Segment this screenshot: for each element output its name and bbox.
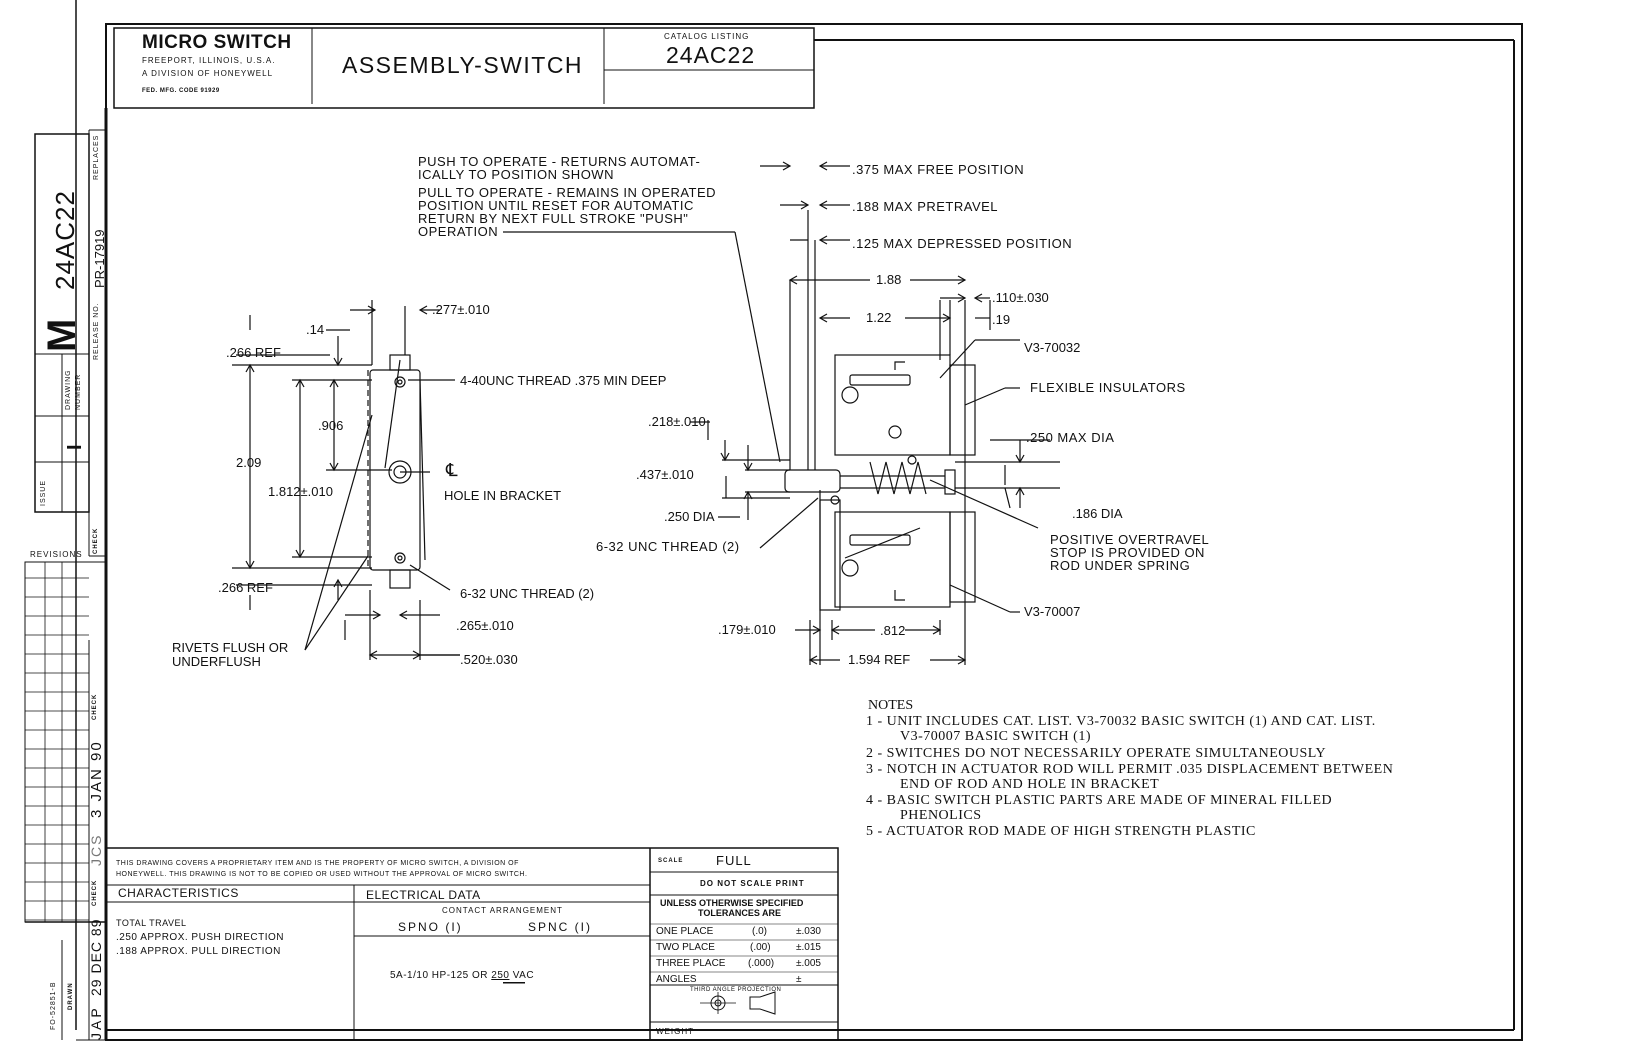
tol-two-fmt: (.00) — [750, 942, 771, 953]
characteristics-heading: CHARACTERISTICS — [118, 886, 239, 900]
revisions-label: REVISIONS — [30, 550, 83, 559]
dim-110: .110±.030 — [992, 290, 1049, 305]
scale-value: FULL — [716, 853, 752, 868]
total-travel-label: TOTAL TRAVEL — [116, 918, 187, 928]
pretravel-label: .188 MAX PRETRAVEL — [852, 199, 999, 214]
note-1b: V3-70007 BASIC SWITCH (1) — [900, 729, 1091, 744]
notes-heading: NOTES — [868, 698, 914, 713]
flexible-insulators-label: FLEXIBLE INSULATORS — [1030, 380, 1186, 395]
unless-specified-2: TOLERANCES ARE — [698, 908, 782, 918]
electrical-heading: ELECTRICAL DATA — [366, 888, 481, 902]
dim-122: 1.22 — [866, 310, 892, 325]
dim-179: .179±.010 — [718, 622, 776, 637]
drawing-title: ASSEMBLY-SWITCH — [342, 52, 584, 78]
do-not-scale-label: DO NOT SCALE PRINT — [700, 879, 805, 888]
rivets-label-1: RIVETS FLUSH OR — [172, 640, 289, 655]
pull-note-3: RETURN BY NEXT FULL STROKE "PUSH" — [418, 211, 689, 226]
rating-part-a: 5A-1/10 HP-125 OR — [390, 970, 492, 981]
tol-angles-label: ANGLES — [656, 974, 697, 985]
tol-one-val: ±.030 — [796, 926, 821, 937]
dim-1594: 1.594 REF — [848, 652, 911, 667]
note-4a: 4 - BASIC SWITCH PLASTIC PARTS ARE MADE … — [866, 793, 1333, 808]
note-5: 5 - ACTUATOR ROD MADE OF HIGH STRENGTH P… — [866, 824, 1256, 839]
tol-two-label: TWO PLACE — [656, 942, 715, 953]
dim-906: .906 — [318, 418, 344, 433]
dim-250-dia: .250 DIA — [664, 509, 715, 524]
note-3a: 3 - NOTCH IN ACTUATOR ROD WILL PERMIT .0… — [866, 762, 1394, 777]
pull-note-4: OPERATION — [418, 224, 499, 239]
v3-70007-label: V3-70007 — [1024, 604, 1081, 619]
tol-three-label: THREE PLACE — [656, 958, 726, 969]
fed-code: FED. MFG. CODE 91929 — [142, 88, 220, 94]
overtravel-note-3: ROD UNDER SPRING — [1050, 558, 1191, 573]
thread-632-right-label: 6-32 UNC THREAD (2) — [596, 539, 740, 554]
weight-label: WEIGHT — [656, 1027, 694, 1036]
dim-188: 1.88 — [876, 272, 902, 287]
pull-note-1: PULL TO OPERATE - REMAINS IN OPERATED — [418, 185, 717, 200]
tol-one-fmt: (.0) — [752, 926, 767, 937]
depressed-label: .125 MAX DEPRESSED POSITION — [852, 236, 1073, 251]
dim-1812: 1.812±.010 — [268, 484, 333, 499]
dim-520: .520±.030 — [460, 652, 518, 667]
thread-440-label: 4-40UNC THREAD .375 MIN DEEP — [460, 373, 667, 388]
tol-three-fmt: (.000) — [748, 958, 775, 969]
note-3b: END OF ROD AND HOLE IN BRACKET — [900, 777, 1160, 792]
rating-part-b: 250 — [491, 970, 510, 981]
centerline-symbol: ℄ — [446, 460, 458, 480]
company-division: A DIVISION OF HONEYWELL — [142, 69, 274, 78]
spno-value: SPNO (I) — [398, 920, 463, 934]
catalog-label: CATALOG LISTING — [664, 32, 750, 41]
dim-812: .812 — [880, 623, 906, 638]
tol-three-val: ±.005 — [796, 958, 821, 969]
scale-label: SCALE — [658, 858, 684, 864]
dim-250-max: .250 MAX DIA — [1026, 430, 1115, 445]
proprietary-line-2: HONEYWELL. THIS DRAWING IS NOT TO BE COP… — [116, 871, 528, 878]
tol-one-label: ONE PLACE — [656, 926, 714, 937]
travel-pull: .188 APPROX. PULL DIRECTION — [116, 946, 281, 957]
dim-014: .14 — [306, 322, 325, 337]
dim-209: 2.09 — [236, 455, 262, 470]
dim-218: .218±.010 — [648, 414, 706, 429]
dim-266-bottom: .266 REF — [218, 580, 273, 595]
note-2: 2 - SWITCHES DO NOT NECESSARILY OPERATE … — [866, 746, 1327, 761]
tol-angles-val: ± — [796, 974, 802, 985]
company-address: FREEPORT, ILLINOIS, U.S.A. — [142, 56, 276, 65]
dim-277: .277±.010 — [432, 302, 490, 317]
hole-in-bracket-label: HOLE IN BRACKET — [444, 488, 562, 503]
dim-437: .437±.010 — [636, 467, 694, 482]
push-note-1: PUSH TO OPERATE - RETURNS AUTOMAT- — [418, 154, 701, 169]
thread-632-left-label: 6-32 UNC THREAD (2) — [460, 586, 595, 601]
catalog-number: 24AC22 — [666, 42, 756, 68]
contact-arrangement-label: CONTACT ARRANGEMENT — [442, 906, 563, 915]
projection-label: THIRD ANGLE PROJECTION — [690, 987, 782, 993]
pull-note-2: POSITION UNTIL RESET FOR AUTOMATIC — [418, 198, 694, 213]
note-4b: PHENOLICS — [900, 808, 982, 823]
rivets-label-2: UNDERFLUSH — [172, 654, 261, 669]
unless-specified-1: UNLESS OTHERWISE SPECIFIED — [660, 898, 804, 908]
rating-part-c: VAC — [509, 970, 535, 981]
dim-266-top: .266 REF — [226, 345, 281, 360]
tol-two-val: ±.015 — [796, 942, 821, 953]
free-position-label: .375 MAX FREE POSITION — [852, 162, 1025, 177]
company-name: MICRO SWITCH — [142, 32, 292, 53]
proprietary-line-1: THIS DRAWING COVERS A PROPRIETARY ITEM A… — [116, 860, 519, 867]
electrical-rating: 5A-1/10 HP-125 OR 250 VAC — [390, 970, 534, 981]
dim-019: .19 — [992, 312, 1011, 327]
dim-186-dia: .186 DIA — [1072, 506, 1123, 521]
overtravel-note-2: STOP IS PROVIDED ON — [1050, 545, 1205, 560]
dim-265: .265±.010 — [456, 618, 514, 633]
overtravel-note-1: POSITIVE OVERTRAVEL — [1050, 532, 1210, 547]
push-note-2: ICALLY TO POSITION SHOWN — [418, 167, 614, 182]
v3-70032-label: V3-70032 — [1024, 340, 1081, 355]
travel-push: .250 APPROX. PUSH DIRECTION — [116, 932, 284, 943]
note-1a: 1 - UNIT INCLUDES CAT. LIST. V3-70032 BA… — [866, 714, 1376, 729]
spnc-value: SPNC (I) — [528, 920, 592, 934]
